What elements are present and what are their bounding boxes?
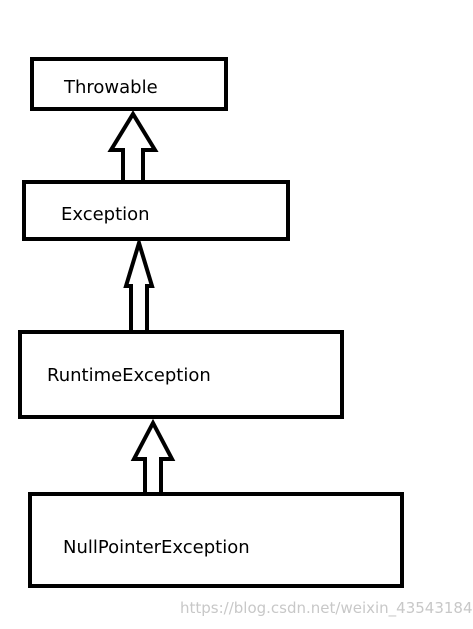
node-throwable: Throwable <box>30 57 228 111</box>
node-exception: Exception <box>22 180 290 241</box>
node-runtime-exception: RuntimeException <box>18 330 344 419</box>
node-label-exception: Exception <box>61 204 150 225</box>
node-null-pointer-exception: NullPointerException <box>28 492 404 588</box>
inheritance-arrows <box>107 110 176 492</box>
arrow-runtime-to-exception <box>123 236 155 330</box>
node-label-runtime-exception: RuntimeException <box>47 365 211 386</box>
node-label-throwable: Throwable <box>64 77 158 98</box>
arrow-exception-to-throwable <box>107 110 159 180</box>
diagram-canvas: Throwable Exception RuntimeException Nul… <box>18 57 473 617</box>
watermark-text: https://blog.csdn.net/weixin_43543184 <box>180 599 473 617</box>
arrow-npe-to-runtime <box>130 418 176 492</box>
node-label-null-pointer-exception: NullPointerException <box>63 537 250 558</box>
